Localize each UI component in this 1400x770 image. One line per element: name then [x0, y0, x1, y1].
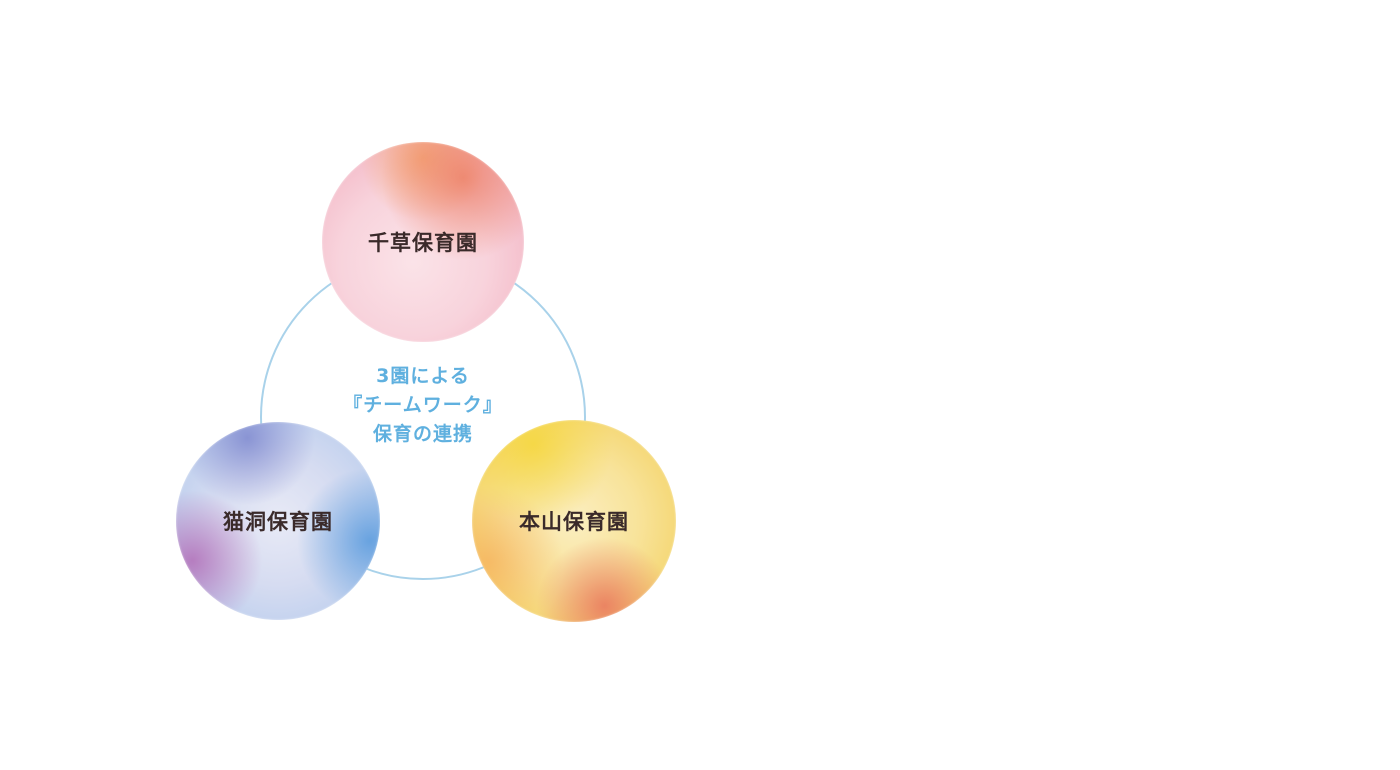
node-nekobora: 猫洞保育園 — [176, 422, 380, 620]
node-nekobora-label: 猫洞保育園 — [223, 510, 333, 534]
center-caption-line-3: 保育の連携 — [372, 423, 473, 445]
center-caption-line-1: 3園による — [376, 365, 470, 387]
node-motoyama-label: 本山保育園 — [519, 510, 629, 534]
center-caption: 3園による 『チームワーク』 保育の連携 — [323, 362, 523, 449]
node-motoyama: 本山保育園 — [472, 420, 676, 622]
node-chigusa-label: 千草保育園 — [368, 231, 478, 255]
node-chigusa: 千草保育園 — [322, 142, 524, 342]
center-caption-line-2: 『チームワーク』 — [343, 394, 503, 416]
